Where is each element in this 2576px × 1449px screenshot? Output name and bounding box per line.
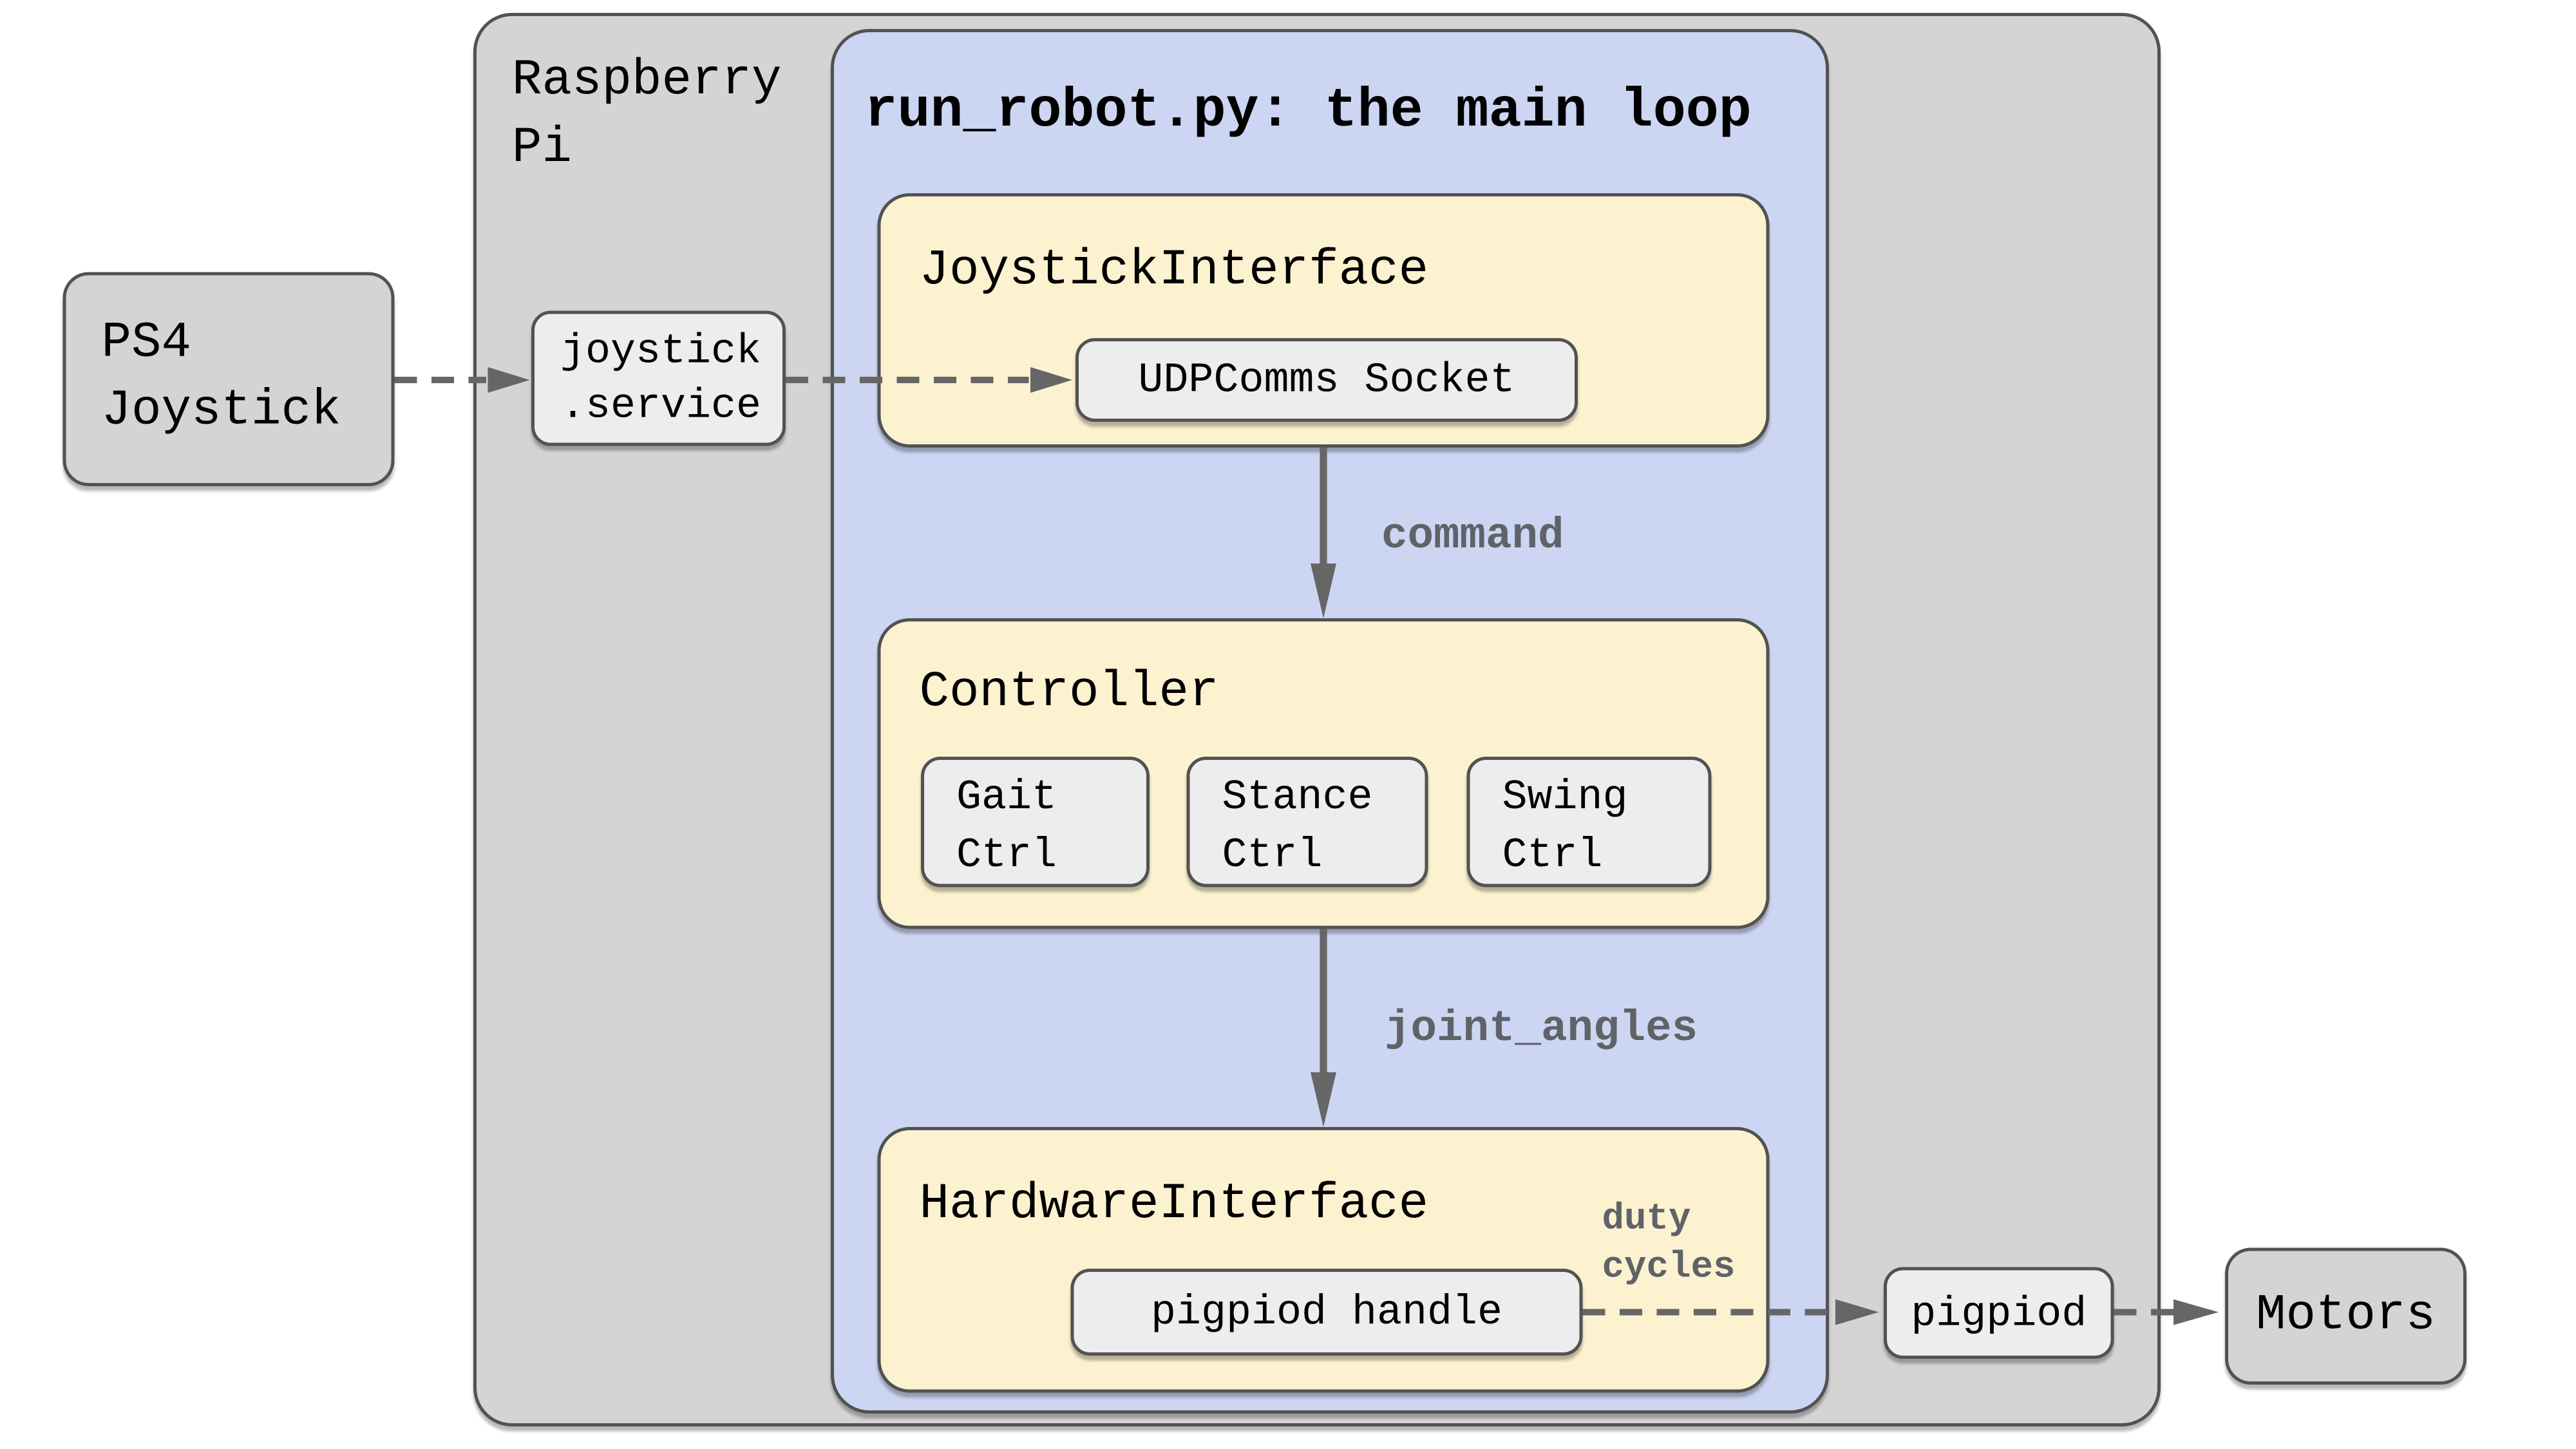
pigpiod-label: pigpiod (1911, 1289, 2087, 1338)
joystick-service-label: joystick .service (560, 327, 762, 430)
joystick-service-box: joystick .service (531, 310, 786, 446)
stance-ctrl-label: Stance Ctrl (1222, 773, 1373, 879)
motors-label: Motors (2255, 1288, 2436, 1345)
pigpiod-handle-label: pigpiod handle (1150, 1288, 1503, 1336)
controller-title: Controller (919, 665, 1219, 722)
joystick-interface-box (877, 193, 1770, 448)
udpcomms-socket-box: UDPComms Socket (1075, 338, 1578, 422)
ps4-joystick-box: PS4 Joystick (62, 272, 395, 486)
joystick-interface-title: JoystickInterface (919, 243, 1429, 300)
pigpiod-handle-box: pigpiod handle (1070, 1269, 1583, 1356)
ps4-joystick-label: PS4 Joystick (101, 316, 341, 440)
duty-cycles-arrow-label: duty cycles (1602, 1198, 1736, 1289)
swing-ctrl-label: Swing Ctrl (1502, 773, 1628, 879)
motors-box: Motors (2225, 1247, 2467, 1385)
udpcomms-socket-label: UDPComms Socket (1138, 355, 1515, 404)
raspberry-pi-label: Raspberry Pi (512, 53, 782, 177)
pigpiod-box: pigpiod (1884, 1267, 2114, 1359)
gait-ctrl-box: Gait Ctrl (921, 757, 1150, 887)
swing-ctrl-box: Swing Ctrl (1466, 757, 1712, 887)
gait-ctrl-label: Gait Ctrl (956, 773, 1057, 879)
hardware-interface-title: HardwareInterface (919, 1177, 1429, 1234)
joint-angles-arrow-label: joint_angles (1385, 1006, 1698, 1055)
main-loop-title: run_robot.py: the main loop (864, 82, 1752, 144)
stance-ctrl-box: Stance Ctrl (1186, 757, 1428, 887)
command-arrow-label: command (1381, 513, 1564, 562)
